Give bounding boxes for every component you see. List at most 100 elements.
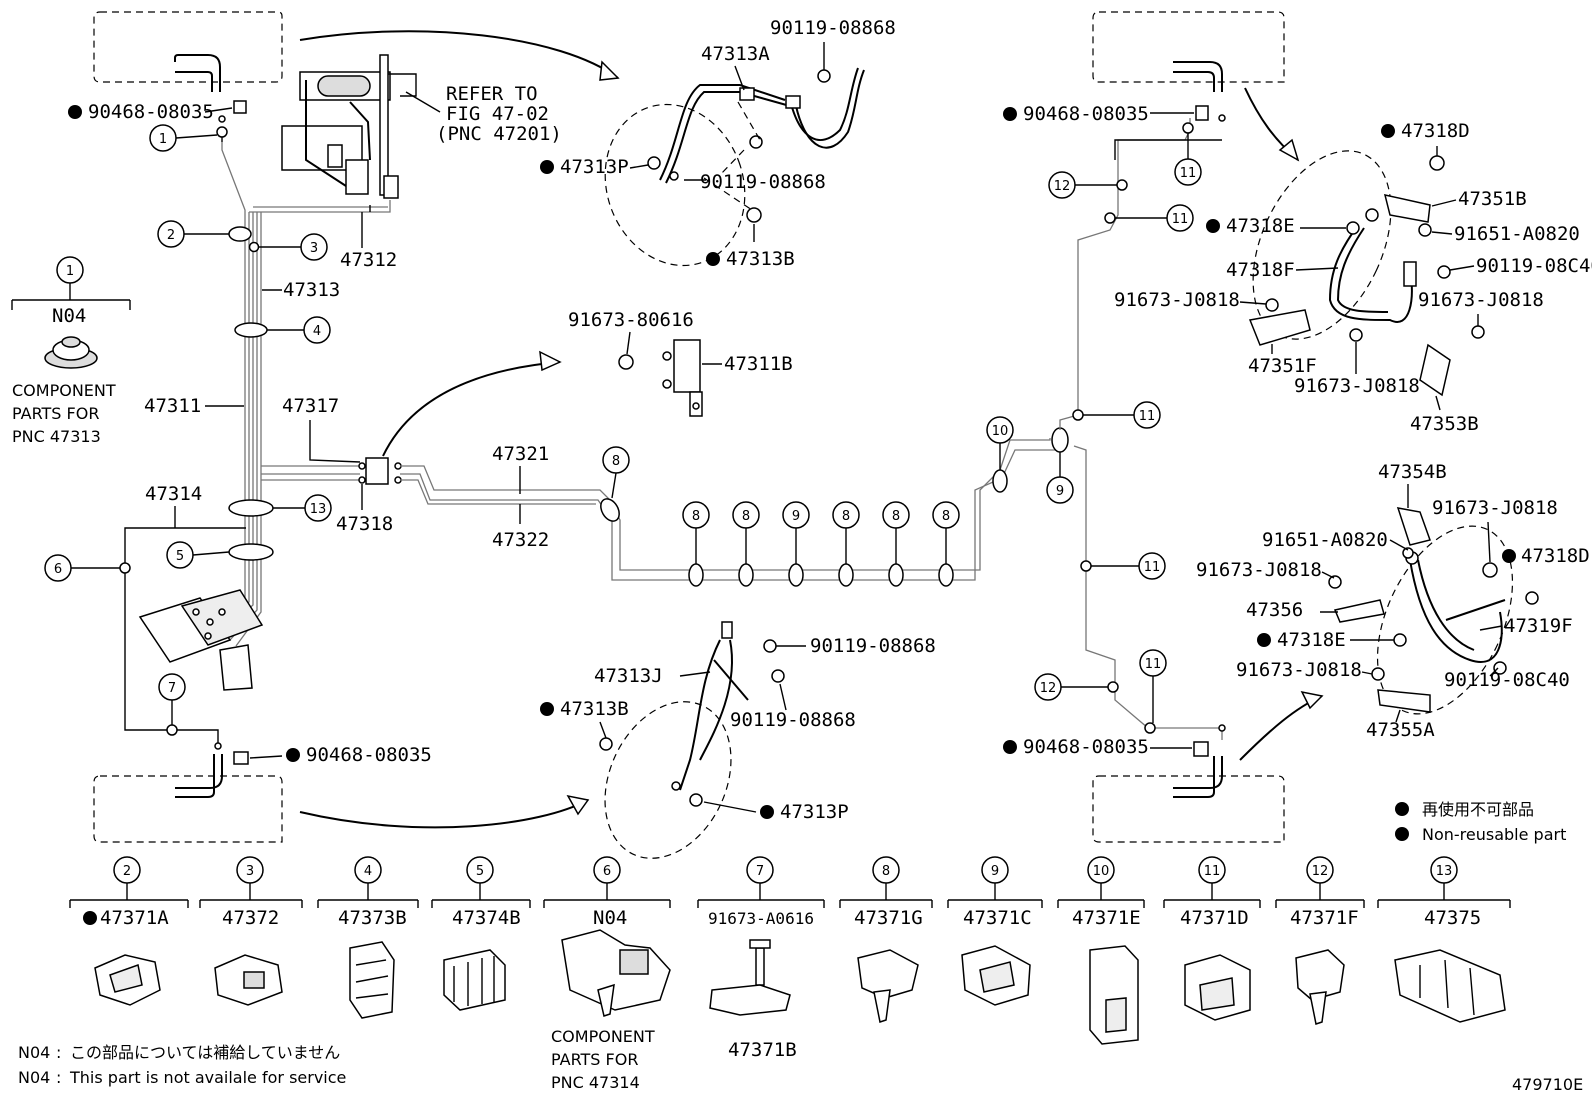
svg-text:8: 8: [692, 509, 700, 524]
callout-12b: 12: [1048, 171, 1117, 199]
wheel-housing-top-left: [93, 11, 283, 92]
callout-3: 3: [259, 233, 328, 261]
svg-text:90468-08035: 90468-08035: [1023, 103, 1149, 125]
legend-item-4: 4 47373B: [317, 856, 419, 1019]
svg-text:90468-08035: 90468-08035: [88, 101, 214, 123]
svg-text:3: 3: [310, 241, 318, 256]
svg-text:47356: 47356: [1246, 599, 1303, 621]
svg-text:47371D: 47371D: [1180, 907, 1249, 929]
svg-text:47371G: 47371G: [854, 907, 923, 929]
svg-text:90119-08C40: 90119-08C40: [1476, 255, 1592, 277]
svg-text:47371F: 47371F: [1290, 907, 1359, 929]
svg-text:47319F: 47319F: [1504, 615, 1573, 637]
svg-text:91673-J0818: 91673-J0818: [1196, 559, 1322, 581]
callout-11c: 11: [1139, 649, 1167, 723]
svg-text:47322: 47322: [492, 529, 549, 551]
callout-13: 13: [273, 494, 332, 522]
legend-item-7: 7 91673-A0616 47371B: [697, 856, 825, 1061]
svg-text:47371C: 47371C: [963, 907, 1032, 929]
svg-text:9: 9: [991, 864, 999, 879]
svg-text:90119-08868: 90119-08868: [770, 17, 896, 39]
module-47312: [281, 54, 417, 212]
svg-text:13: 13: [1436, 864, 1453, 879]
svg-text:1: 1: [66, 264, 74, 279]
svg-text:N04: N04: [18, 1068, 50, 1087]
svg-text:8: 8: [882, 864, 890, 879]
svg-text:N04: N04: [18, 1043, 50, 1062]
svg-text:REFER TO: REFER TO: [446, 83, 538, 105]
legend-item-11: 11 47371D: [1163, 856, 1261, 1021]
svg-text:COMPONENT: COMPONENT: [551, 1027, 655, 1046]
callout-9a: 9: [782, 501, 810, 564]
sensor-detail-right-bottom: [1328, 507, 1539, 713]
svg-text:47318: 47318: [336, 513, 393, 535]
svg-text:47313B: 47313B: [726, 248, 795, 270]
bullet-icon: [1206, 219, 1220, 233]
callout-4: 4: [267, 316, 331, 344]
svg-text:47318F: 47318F: [1226, 259, 1295, 281]
svg-text:47313: 47313: [283, 279, 340, 301]
svg-text:8: 8: [942, 509, 950, 524]
wheel-housing-bottom-left: [93, 754, 283, 843]
wheel-housing-top-right: [1092, 11, 1285, 92]
bullet-icon: [1395, 827, 1409, 841]
svg-text:47353B: 47353B: [1410, 413, 1479, 435]
svg-text:91673-A0616: 91673-A0616: [708, 909, 814, 928]
svg-text:9: 9: [1056, 484, 1064, 499]
legend-item-10: 10 47371E: [1057, 856, 1145, 1045]
callout-11e: 11: [1174, 133, 1202, 186]
callout-9b: 9: [1046, 452, 1074, 504]
svg-text:47318D: 47318D: [1401, 120, 1470, 142]
sensor-wire-bottom: [599, 621, 785, 807]
svg-text:11: 11: [1204, 864, 1221, 879]
svg-text:47314: 47314: [145, 483, 202, 505]
legend-nonreusable: 再使用不可部品 Non-reusable part: [1395, 800, 1566, 844]
svg-text:91673-J0818: 91673-J0818: [1114, 289, 1240, 311]
svg-text:12: 12: [1312, 864, 1329, 879]
svg-text:PARTS FOR: PARTS FOR: [551, 1050, 638, 1069]
svg-text:(PNC 47201): (PNC 47201): [436, 123, 562, 145]
svg-text:91673-80616: 91673-80616: [568, 309, 694, 331]
svg-text:90119-08868: 90119-08868: [810, 635, 936, 657]
svg-text:47372: 47372: [222, 907, 279, 929]
callout-11d: 11: [1115, 204, 1194, 232]
bullet-icon: [760, 805, 774, 819]
wheel-housing-bottom-right: [1092, 756, 1285, 843]
legend-item-8: 8 47371G: [839, 856, 933, 1023]
bullet-icon: [540, 702, 554, 716]
svg-text:1: 1: [159, 132, 167, 147]
callout-7: 7: [158, 673, 186, 725]
svg-text:47318E: 47318E: [1226, 215, 1295, 237]
callout-8c: 8: [732, 501, 760, 564]
svg-text:47373B: 47373B: [338, 907, 407, 929]
svg-text:91651-A0820: 91651-A0820: [1454, 223, 1580, 245]
svg-text:7: 7: [756, 864, 764, 879]
svg-text::: :: [56, 1043, 61, 1062]
svg-text:6: 6: [54, 562, 62, 577]
svg-text:90119-08C40: 90119-08C40: [1444, 669, 1570, 691]
svg-text:COMPONENT: COMPONENT: [12, 381, 116, 400]
svg-text:N04: N04: [52, 305, 86, 327]
svg-text:91673-J0818: 91673-J0818: [1432, 497, 1558, 519]
legend-item-3: 3 47372: [199, 856, 303, 1006]
svg-text:47318E: 47318E: [1277, 629, 1346, 651]
svg-text:91673-J0818: 91673-J0818: [1418, 289, 1544, 311]
svg-text:47311: 47311: [144, 395, 201, 417]
callout-8f: 8: [932, 501, 960, 564]
svg-text:12: 12: [1054, 179, 1071, 194]
callout-1: 1: [149, 124, 218, 152]
bullet-icon: [706, 252, 720, 266]
svg-text:47318D: 47318D: [1521, 545, 1590, 567]
flow-arrows: [299, 30, 1324, 829]
svg-text:47371A: 47371A: [100, 907, 169, 929]
svg-text:90119-08868: 90119-08868: [730, 709, 856, 731]
bullet-icon: [1003, 740, 1017, 754]
svg-text:PNC 47313: PNC 47313: [12, 427, 101, 446]
bullet-icon: [1003, 107, 1017, 121]
svg-text:FIG 47-02: FIG 47-02: [446, 103, 549, 125]
svg-text:47313B: 47313B: [560, 698, 629, 720]
svg-text:3: 3: [246, 864, 254, 879]
svg-text:90468-08035: 90468-08035: [1023, 736, 1149, 758]
svg-text:This part is not availale for: This part is not availale for service: [69, 1068, 346, 1087]
